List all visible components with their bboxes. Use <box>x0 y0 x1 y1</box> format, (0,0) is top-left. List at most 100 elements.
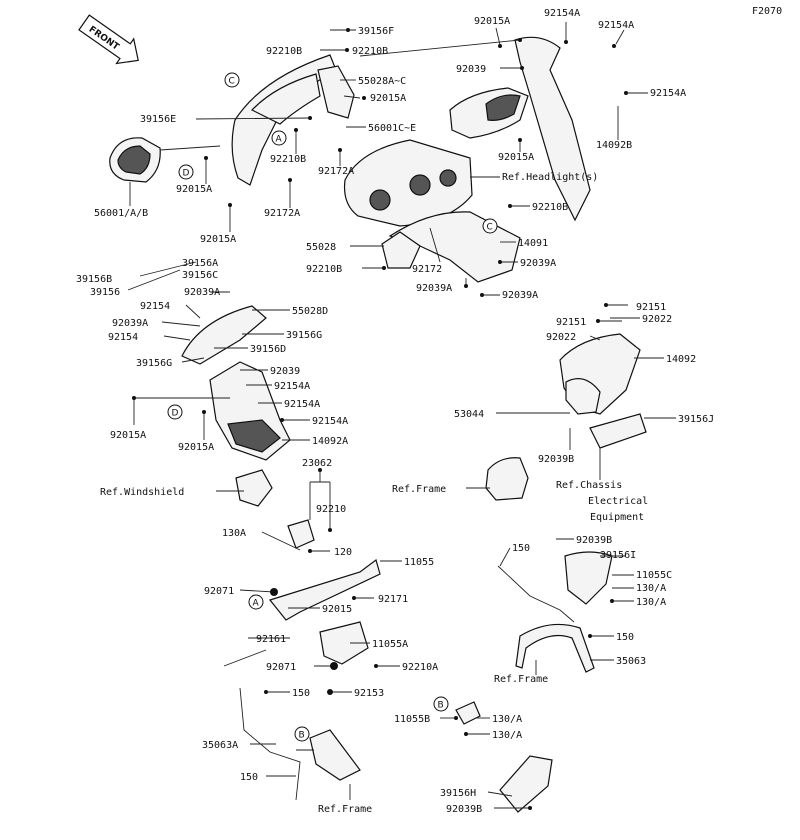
circle-markers: C A D C D A B B <box>167 72 498 742</box>
callout-label: 14092A <box>312 436 348 447</box>
callout-label: 92210B <box>352 46 388 57</box>
callout-label: 92022 <box>642 314 672 325</box>
callout-label: 11055A <box>372 639 408 650</box>
windshield-bracket <box>235 469 273 507</box>
callout-label: 55028D <box>292 306 328 317</box>
svg-text:C: C <box>229 77 235 87</box>
callout-label: 92039B <box>538 454 574 465</box>
callout-label: 92022 <box>546 332 576 343</box>
leader-lines <box>127 22 676 809</box>
callout-label: 92210A <box>402 662 438 673</box>
callout-label: 39156 <box>90 287 120 298</box>
front-arrow-icon: FRONT <box>78 14 139 65</box>
callout-label: 92154A <box>312 416 348 427</box>
callout-label: 92210B <box>266 46 302 57</box>
callout-label: 130A <box>222 528 246 539</box>
callout-label: 56001/A/B <box>94 208 148 219</box>
callout-label: 92015A <box>474 16 510 27</box>
callout-label: Ref.Frame <box>318 804 372 815</box>
callout-label: 39156E <box>140 114 176 125</box>
callout-label: 35063A <box>202 740 238 751</box>
callout-label: Ref.Frame <box>392 484 446 495</box>
frame-reference-part <box>485 457 529 501</box>
callout-label: Ref.Headlight(s) <box>502 172 598 183</box>
right-fairing-panel <box>514 36 591 222</box>
upper-cowl-right <box>317 65 355 119</box>
callout-label: 130/A <box>492 714 522 725</box>
callout-label: 39156F <box>358 26 394 37</box>
svg-text:D: D <box>183 169 190 179</box>
callout-label: 150 <box>512 543 530 554</box>
callout-label: 55028A~C <box>358 76 406 87</box>
callout-label: 92154 <box>140 301 170 312</box>
svg-text:A: A <box>253 599 260 609</box>
callout-label: 150 <box>292 688 310 699</box>
callout-label: 92172A <box>264 208 300 219</box>
lower-right-bracket <box>499 755 553 813</box>
callout-label: 120 <box>334 547 352 558</box>
callout-label: 14092B <box>596 140 632 151</box>
callout-label: 55028 <box>306 242 336 253</box>
callout-label: 92154 <box>108 332 138 343</box>
callout-label: 92210 <box>316 504 346 515</box>
callout-label: 35063 <box>616 656 646 667</box>
diagram-code: F2070 <box>752 6 782 17</box>
svg-text:B: B <box>438 701 444 711</box>
callout-label: 92039B <box>446 804 482 815</box>
callout-label: 92015 <box>322 604 352 615</box>
svg-text:B: B <box>299 731 305 741</box>
circle-marker: D <box>167 404 183 420</box>
fastener-dots <box>132 28 628 810</box>
callout-label: 92171 <box>378 594 408 605</box>
callout-label: 92015A <box>370 93 406 104</box>
callout-label: 92210B <box>306 264 342 275</box>
callout-label: 92151 <box>636 302 666 313</box>
callout-label: 92172A <box>318 166 354 177</box>
callout-label: 92039 <box>270 366 300 377</box>
callout-label: 23062 <box>302 458 332 469</box>
circle-marker: A <box>271 130 287 146</box>
callout-label: 92154A <box>544 8 580 19</box>
callout-label: 92039 <box>456 64 486 75</box>
callout-label: 150 <box>240 772 258 783</box>
callout-label: 92210B <box>532 202 568 213</box>
callout-label: 53044 <box>454 409 484 420</box>
callout-label: 130/A <box>636 597 666 608</box>
callout-label: 39156B <box>76 274 112 285</box>
circle-marker: A <box>248 594 264 610</box>
svg-text:C: C <box>487 223 493 233</box>
callout-label: 92015A <box>178 442 214 453</box>
callout-label: 92015A <box>498 152 534 163</box>
circle-marker: B <box>294 726 310 742</box>
callout-label: 39156H <box>440 788 476 799</box>
callout-label: 92071 <box>266 662 296 673</box>
callout-label: 39156G <box>286 330 322 341</box>
callout-label: 130/A <box>636 583 666 594</box>
callout-label: 150 <box>616 632 634 643</box>
callout-label: 92154A <box>274 381 310 392</box>
circle-marker: C <box>224 72 240 88</box>
callout-label: 92154A <box>650 88 686 99</box>
callout-label: 39156I <box>600 550 636 561</box>
right-mirror <box>449 87 529 139</box>
circle-marker: B <box>433 696 449 712</box>
callout-label: 56001C~E <box>368 123 416 134</box>
callout-label: 14091 <box>518 238 548 249</box>
callout-label: 39156G <box>136 358 172 369</box>
left-mirror <box>109 137 161 183</box>
callout-label: 92154A <box>598 20 634 31</box>
callout-label: 92015A <box>176 184 212 195</box>
callout-label: 39156J <box>678 414 714 425</box>
callout-label: 92151 <box>556 317 586 328</box>
callout-label: Electrical <box>588 496 648 507</box>
callout-label: 92161 <box>256 634 286 645</box>
parts-drawing <box>109 36 647 813</box>
callout-label: 39156D <box>250 344 286 355</box>
callout-label: Ref.Chassis <box>556 480 622 491</box>
callout-label: 14092 <box>666 354 696 365</box>
callout-label: 11055 <box>404 557 434 568</box>
callout-label: 92039A <box>112 318 148 329</box>
callout-label: 92154A <box>284 399 320 410</box>
headlight-assembly <box>343 139 473 227</box>
